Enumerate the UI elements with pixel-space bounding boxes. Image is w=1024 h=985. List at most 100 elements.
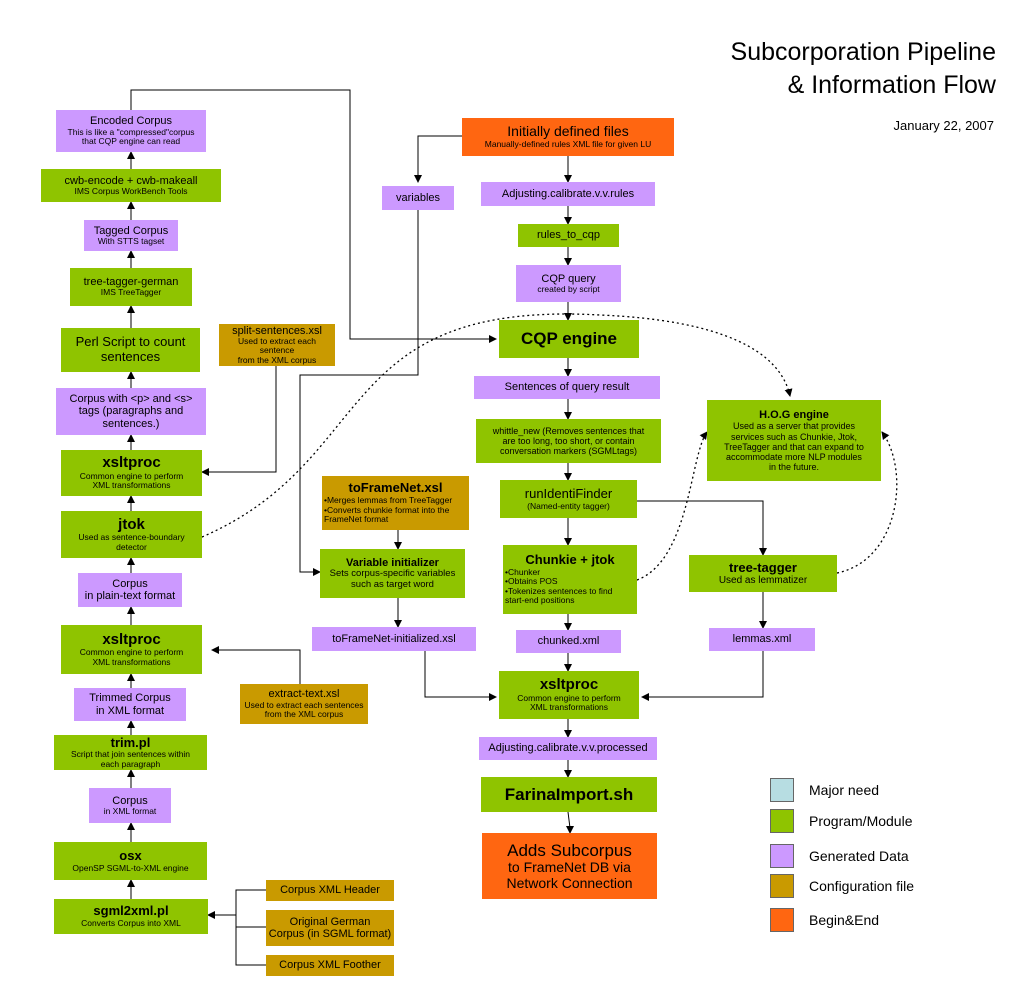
node-title: Corpus XML Foother (279, 959, 381, 972)
node-subtitle: Script that join sentences within each p… (70, 749, 191, 769)
node-subtitle: Used to extract each sentence from the X… (237, 335, 317, 365)
node-subtitle: to FrameNet DB via Network Connection (506, 858, 633, 891)
node-chunked-xml: chunked.xml (516, 630, 621, 653)
node-title: Corpus (112, 794, 148, 807)
node-subtitle: Converts Corpus into XML (81, 918, 181, 929)
node-tree-tagger: tree-tagger Used as lemmatizer (689, 555, 837, 592)
date-label: January 22, 2007 (893, 118, 994, 133)
edge-split-xslt1 (201, 366, 277, 476)
node-title: rules_to_cqp (537, 229, 600, 242)
node-adjusting-processed: Adjusting.calibrate.v.v.processed (479, 737, 657, 760)
node-title: trim.pl (110, 734, 151, 750)
node-whittle-new: whittle_new (Removes sentences that are … (476, 419, 661, 463)
legend-item-program: Program/Module (770, 809, 913, 833)
legend-label: Generated Data (809, 848, 909, 864)
node-variables: variables (382, 186, 454, 210)
node-original-german-corpus: Original German Corpus (in SGML format) (266, 910, 394, 946)
edge-footer-sgml2xml (208, 914, 266, 966)
node-title: Sentences of query result (504, 381, 630, 394)
legend-label: Begin&End (809, 912, 880, 928)
node-corpus-plain-text: Corpus in plain-text format (78, 573, 182, 607)
node-corpus-xml-footer: Corpus XML Foother (266, 955, 394, 976)
edge-initialized-xslt3 (424, 651, 497, 701)
title-line-1: Subcorporation Pipeline (730, 38, 996, 66)
node-subtitle: in XML format (103, 805, 157, 816)
node-cqp-query: CQP query created by script (516, 265, 621, 302)
node-subtitle: This is like a "compressed"corpus that C… (67, 126, 195, 147)
node-title: variables (395, 191, 441, 204)
node-title: xsltproc (102, 630, 161, 648)
node-title: toFrameNet-initialized.xsl (332, 632, 456, 645)
node-title: Variable initializer (346, 556, 439, 569)
node-toframenet-initialized: toFrameNet-initialized.xsl (312, 627, 476, 651)
node-subtitle: created by script (537, 283, 600, 294)
node-title: Adds Subcorpus (507, 840, 632, 860)
node-encoded-corpus: Encoded Corpus This is like a "compresse… (56, 110, 206, 152)
legend-item-major-need: Major need (770, 778, 879, 802)
edge-initial-variables (414, 135, 462, 183)
node-title: toFrameNet.xsl (348, 480, 443, 496)
node-subtitle: Used as sentence-boundary detector (78, 532, 185, 552)
node-title: whittle_new (Removes sentences that are … (492, 425, 645, 457)
node-corpus-ps-tags: Corpus with <p> and <s> tags (paragraphs… (56, 388, 206, 435)
edge-runid-treetagger (637, 500, 767, 556)
node-title: Original German Corpus (in SGML format) (268, 915, 392, 940)
node-xsltproc-3: xsltproc Common engine to perform XML tr… (499, 671, 639, 719)
node-cwb-encode: cwb-encode + cwb-makeall IMS Corpus Work… (41, 169, 221, 202)
edge-farina-adds (566, 811, 574, 834)
node-title: FarinaImport.sh (504, 784, 634, 804)
edge-lemmas-xslt3 (641, 651, 764, 701)
node-title: Initially defined files (507, 123, 629, 140)
node-title: H.O.G engine (759, 409, 829, 422)
node-title: osx (119, 847, 142, 863)
node-corpus-xml-header: Corpus XML Header (266, 880, 394, 901)
edge-extract-xslt2 (211, 646, 301, 684)
node-farinaimport: FarinaImport.sh (481, 777, 657, 812)
edge-original-sgml2xml (208, 914, 266, 928)
node-split-sentences-xsl: split-sentences.xsl Used to extract each… (219, 324, 335, 366)
legend-item-configuration: Configuration file (770, 874, 914, 898)
node-title: chunked.xml (537, 635, 600, 648)
page-title: Subcorporation Pipeline & Information Fl… (731, 36, 996, 101)
node-title: xsltproc (539, 676, 599, 694)
node-subtitle: With STTS tagset (97, 235, 165, 246)
node-cqp-engine: CQP engine (499, 320, 639, 358)
node-jtok: jtok Used as sentence-boundary detector (61, 511, 202, 558)
node-hog-engine: H.O.G engine Used as a server that provi… (707, 400, 881, 481)
node-subtitle: (Named-entity tagger) (527, 500, 610, 511)
edge-header-sgml2xml (207, 889, 266, 919)
legend-swatch (770, 844, 794, 868)
node-variable-initializer: Variable initializer Sets corpus-specifi… (320, 549, 465, 598)
node-title: Corpus with <p> and <s> tags (paragraphs… (69, 393, 193, 430)
node-subtitle: Used as a server that provides services … (724, 421, 864, 472)
node-perl-script: Perl Script to count sentences (61, 328, 200, 372)
node-sgml2xml: sgml2xml.pl Converts Corpus into XML (54, 899, 208, 934)
node-subtitle: IMS TreeTagger (100, 287, 162, 298)
node-subtitle: Used as lemmatizer (718, 575, 808, 587)
edge-dotted-chunkie-hog (629, 431, 708, 587)
node-lemmas-xml: lemmas.xml (709, 628, 815, 651)
node-title: runIdentiFinder (524, 485, 613, 501)
node-initially-defined-files: Initially defined files Manually-defined… (462, 118, 674, 156)
node-subtitle: •Chunker •Obtains POS •Tokenizes sentenc… (505, 566, 613, 606)
legend-swatch (770, 908, 794, 932)
node-title: Corpus XML Header (280, 884, 380, 897)
node-title: Trimmed Corpus in XML format (89, 692, 171, 717)
legend-label: Program/Module (809, 813, 913, 829)
node-subtitle: •Merges lemmas from TreeTagger •Converts… (324, 495, 453, 525)
edge-encoded-cqp (130, 89, 497, 343)
node-tagged-corpus: Tagged Corpus With STTS tagset (84, 220, 178, 251)
node-trimmed-corpus: Trimmed Corpus in XML format (74, 688, 186, 721)
node-subtitle: OpenSP SGML-to-XML engine (72, 862, 189, 873)
node-trim-pl: trim.pl Script that join sentences withi… (54, 735, 207, 770)
legend-item-begin-end: Begin&End (770, 908, 879, 932)
node-title: extract-text.xsl (268, 688, 340, 701)
node-title: cwb-encode + cwb-makeall (64, 174, 198, 187)
node-title: split-sentences.xsl (232, 324, 322, 337)
edge-variables-varinit (299, 210, 419, 576)
legend-swatch (770, 874, 794, 898)
node-tree-tagger-german: tree-tagger-german IMS TreeTagger (70, 268, 192, 306)
node-chunkie-jtok: Chunkie + jtok •Chunker •Obtains POS •To… (503, 545, 637, 614)
node-xsltproc-1: xsltproc Common engine to perform XML tr… (61, 450, 202, 496)
